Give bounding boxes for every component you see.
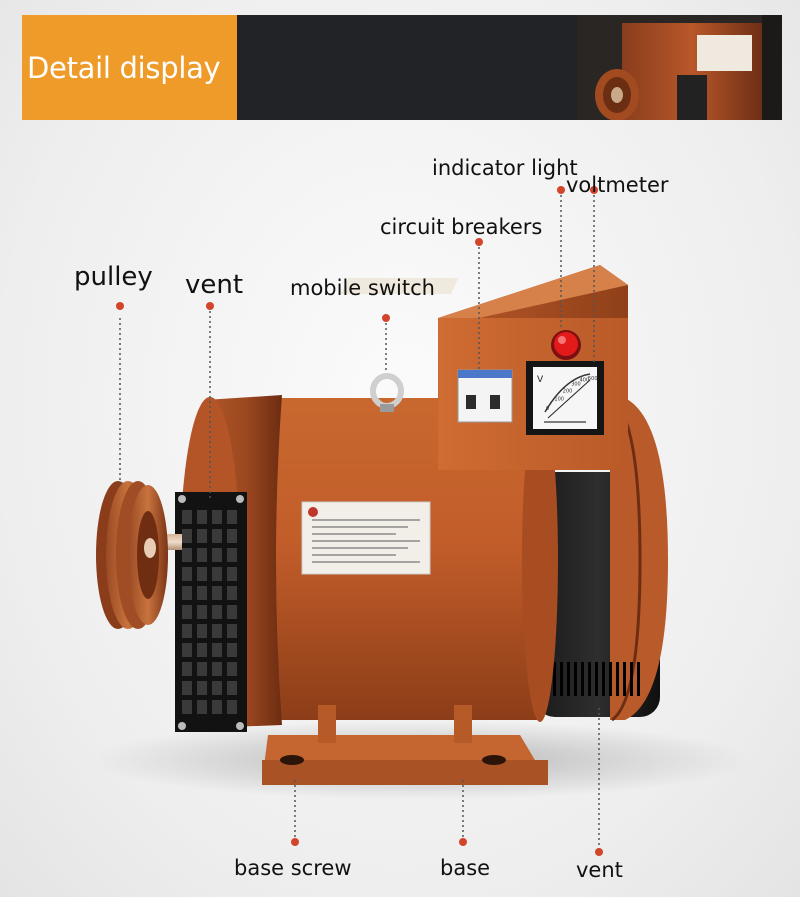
label-mobile-switch: mobile switch — [290, 276, 435, 300]
callout-dots — [116, 186, 603, 856]
voltmeter-scale-label: 300 — [571, 382, 581, 388]
voltmeter-scale-label: 200 — [563, 388, 573, 394]
indicator-lamp — [554, 332, 578, 356]
callout-leaders — [119, 190, 600, 852]
voltmeter-scale-label: 0 — [546, 406, 549, 412]
label-vent-front: vent — [185, 270, 244, 300]
header-banner: Detail display — [22, 15, 782, 120]
voltmeter-scale-label: 500 — [588, 376, 598, 382]
label-voltmeter: voltmeter — [566, 173, 669, 197]
voltmeter-scale-label: 400 — [580, 377, 590, 383]
label-pulley: pulley — [74, 262, 153, 292]
label-base: base — [440, 856, 491, 880]
vent-slots-right — [553, 662, 640, 696]
rear-end-cap — [535, 396, 668, 722]
banner-thumbnail — [577, 15, 782, 120]
label-circuit-breakers: circuit breakers — [380, 215, 543, 239]
voltmeter-unit: V — [537, 375, 544, 385]
indicator-light — [551, 330, 581, 360]
label-vent-rear: vent — [576, 858, 623, 882]
lifting-eye — [370, 373, 404, 412]
pulley-wheel — [96, 481, 168, 629]
banner-title: Detail display — [27, 51, 221, 85]
voltmeter-scale-label: 100 — [554, 397, 564, 403]
vent-grill-front — [175, 492, 247, 732]
circuit-breaker — [457, 369, 513, 423]
banner-accent — [22, 15, 237, 120]
nameplate — [301, 501, 431, 575]
generator-base — [262, 705, 548, 785]
label-base-screw: base screw — [234, 856, 352, 880]
label-indicator-light: indicator light — [432, 156, 578, 180]
